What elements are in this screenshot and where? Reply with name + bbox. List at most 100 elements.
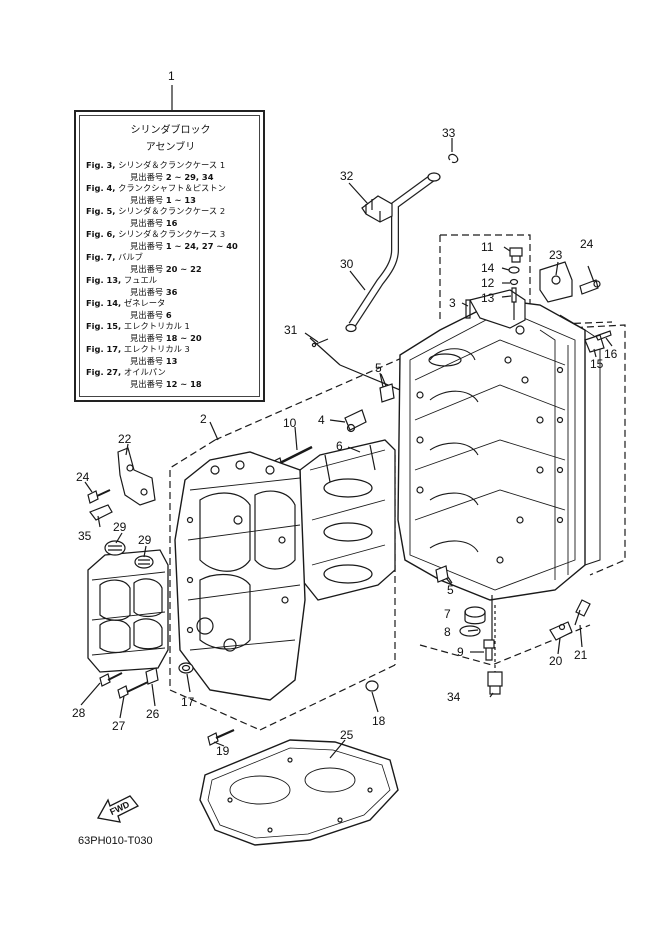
reference-name: シリンダ＆クランクケース 1 <box>118 160 226 170</box>
reference-fig: Fig. 7, <box>86 252 116 262</box>
reference-range: 13 <box>165 355 178 366</box>
callout-27: 27 <box>112 719 126 733</box>
reference-name: オイルパン <box>123 367 166 377</box>
callout-15: 15 <box>590 357 604 371</box>
callout-33: 33 <box>442 126 456 140</box>
reference-prefix: 見出番号 <box>130 332 164 343</box>
reference-fig: Fig. 13, <box>86 275 122 285</box>
reference-name: フュエル <box>123 275 158 285</box>
callout-21: 21 <box>574 648 588 662</box>
reference-range-line: 見出番号 20 ~ 22 <box>86 264 255 276</box>
callout-17: 17 <box>181 695 195 709</box>
callout-13: 13 <box>481 291 495 305</box>
reference-range-line: 見出番号 1 ~ 13 <box>86 195 255 207</box>
reference-range-line: 見出番号 12 ~ 18 <box>86 379 255 391</box>
reference-range: 2 ~ 29, 34 <box>165 171 214 182</box>
assembly-reference-entry: Fig. 27, オイルパン見出番号 12 ~ 18 <box>86 367 255 390</box>
reference-fig: Fig. 14, <box>86 298 122 308</box>
reference-name: バルブ <box>118 252 143 262</box>
callout-5-bottom: 5 <box>447 583 454 597</box>
callout-19: 19 <box>216 744 230 758</box>
callout-26: 26 <box>146 707 160 721</box>
reference-range: 12 ~ 18 <box>165 378 202 389</box>
callout-35: 35 <box>78 529 92 543</box>
reference-prefix: 見出番号 <box>130 309 164 320</box>
assembly-title: シリンダブロック アセンブリ <box>86 122 255 156</box>
reference-prefix: 見出番号 <box>130 194 164 205</box>
reference-range: 1 ~ 24, 27 ~ 40 <box>165 240 238 251</box>
reference-range-line: 見出番号 16 <box>86 218 255 230</box>
reference-fig: Fig. 27, <box>86 367 122 377</box>
reference-range-line: 見出番号 36 <box>86 287 255 299</box>
callout-16: 16 <box>604 347 618 361</box>
reference-range: 36 <box>165 286 178 297</box>
reference-fig: Fig. 3, <box>86 160 116 170</box>
reference-range-line: 見出番号 13 <box>86 356 255 368</box>
callout-18: 18 <box>372 714 386 728</box>
callout-31: 31 <box>284 323 298 337</box>
callout-29-right: 29 <box>138 533 152 547</box>
callout-4: 4 <box>318 413 325 427</box>
callout-8: 8 <box>444 625 451 639</box>
callout-1: 1 <box>168 69 175 83</box>
callout-10: 10 <box>283 416 297 430</box>
callout-22: 22 <box>118 432 132 446</box>
callout-5-top: 5 <box>375 361 382 375</box>
reference-prefix: 見出番号 <box>130 217 164 228</box>
reference-prefix: 見出番号 <box>130 286 164 297</box>
reference-range: 16 <box>165 217 178 228</box>
reference-range: 20 ~ 22 <box>165 263 202 274</box>
reference-fig: Fig. 5, <box>86 206 116 216</box>
reference-prefix: 見出番号 <box>130 240 164 251</box>
assembly-title-line2: アセンブリ <box>145 142 196 153</box>
reference-fig: Fig. 6, <box>86 229 116 239</box>
reference-name: シリンダ＆クランクケース 2 <box>118 206 226 216</box>
assembly-reference-entry: Fig. 7, バルブ見出番号 20 ~ 22 <box>86 252 255 275</box>
reference-range: 1 ~ 13 <box>165 194 196 205</box>
reference-fig: Fig. 17, <box>86 344 122 354</box>
callout-9: 9 <box>457 645 464 659</box>
callout-25: 25 <box>340 728 354 742</box>
callout-numbers: 1 2 3 4 5 5 6 7 8 9 10 11 12 13 14 15 16… <box>72 69 618 758</box>
callout-24-right: 24 <box>580 237 594 251</box>
reference-range-line: 見出番号 1 ~ 24, 27 ~ 40 <box>86 241 255 253</box>
assembly-reference-entry: Fig. 17, エレクトリカル 3 見出番号 13 <box>86 344 255 367</box>
callout-11: 11 <box>481 240 494 254</box>
reference-name: エレクトリカル 3 <box>123 344 190 354</box>
callout-2: 2 <box>200 412 207 426</box>
reference-name: シリンダ＆クランクケース 3 <box>118 229 226 239</box>
reference-range: 18 ~ 20 <box>165 332 202 343</box>
reference-range-line: 見出番号 2 ~ 29, 34 <box>86 172 255 184</box>
callout-24-left: 24 <box>76 470 90 484</box>
assembly-reference-entry: Fig. 4, クランクシャフト＆ピストン見出番号 1 ~ 13 <box>86 183 255 206</box>
callout-28: 28 <box>72 706 86 720</box>
reference-prefix: 見出番号 <box>130 263 164 274</box>
reference-name: クランクシャフト＆ピストン <box>118 183 226 193</box>
callout-20: 20 <box>549 654 563 668</box>
callout-12: 12 <box>481 276 495 290</box>
reference-range: 6 <box>165 309 172 320</box>
reference-range-line: 見出番号 18 ~ 20 <box>86 333 255 345</box>
reference-fig: Fig. 15, <box>86 321 122 331</box>
assembly-reference-entry: Fig. 13, フュエル見出番号 36 <box>86 275 255 298</box>
reference-fig: Fig. 4, <box>86 183 116 193</box>
callout-34: 34 <box>447 690 461 704</box>
callout-30: 30 <box>340 257 354 271</box>
callout-14: 14 <box>481 261 495 275</box>
reference-name: エレクトリカル 1 <box>123 321 190 331</box>
callout-6: 6 <box>336 439 343 453</box>
reference-prefix: 見出番号 <box>130 378 164 389</box>
callout-29-left: 29 <box>113 520 127 534</box>
reference-prefix: 見出番号 <box>130 171 164 182</box>
callout-3: 3 <box>449 296 456 310</box>
assembly-reference-entry: Fig. 14, ゼネレータ見出番号 6 <box>86 298 255 321</box>
assembly-title-line1: シリンダブロック <box>130 125 211 136</box>
